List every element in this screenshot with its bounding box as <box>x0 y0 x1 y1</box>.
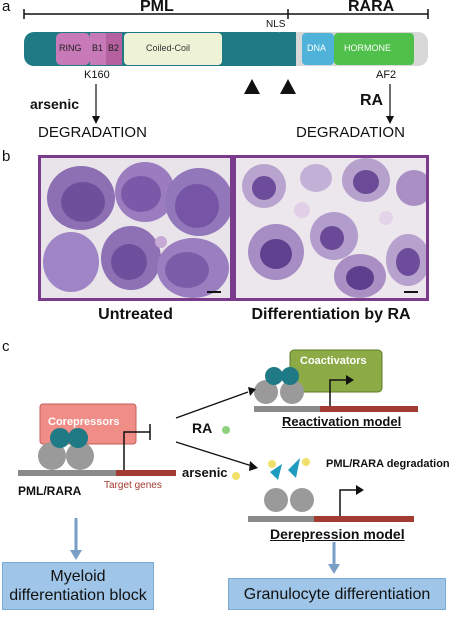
dna-label: DNA <box>307 43 327 53</box>
reactivation-model-label: Reactivation model <box>282 414 402 429</box>
repressed-complex <box>18 403 176 476</box>
right-down-arrow <box>328 542 340 574</box>
b2-label: B2 <box>108 43 120 53</box>
derepression-model-label: Derepression model <box>270 526 405 542</box>
breakpoint-triangle-2 <box>280 79 296 94</box>
k160-label: K160 <box>84 69 110 81</box>
breakpoint-triangle-1 <box>244 79 260 94</box>
untreated-cells <box>43 162 230 298</box>
ra-micrograph <box>233 155 429 301</box>
coiled-coil-domain <box>124 33 222 65</box>
ra-label: RA <box>360 92 384 109</box>
myeloid-block-box: Myeloid differentiation block <box>2 562 154 610</box>
reactivation-complex <box>254 349 418 412</box>
af2-label: AF2 <box>376 69 397 81</box>
panel-a-diagram <box>23 9 429 124</box>
pml-label: PML <box>140 0 174 15</box>
b1-label: B1 <box>92 43 104 53</box>
panel-b-letter: b <box>2 148 11 165</box>
arsenic-arrow <box>92 84 100 124</box>
ra-caption: Differentiation by RA <box>251 306 411 323</box>
differentiated-cells <box>242 158 426 298</box>
degradation-left: DEGRADATION <box>38 124 147 141</box>
hormone-domain <box>334 33 414 65</box>
arsenic-label: arsenic <box>30 96 80 112</box>
ra-pathway-arrow <box>175 387 256 434</box>
ring-label: RING <box>59 43 82 53</box>
panel-c-diagram <box>18 349 418 574</box>
ra-arrow <box>386 84 394 124</box>
untreated-caption: Untreated <box>98 306 173 323</box>
ring-domain <box>56 33 90 65</box>
corepressors-label: Corepressors <box>48 416 120 428</box>
granulocyte-box: Granulocyte differentiation <box>228 578 446 610</box>
pmlrara-degradation-label: PML/RARA degradation <box>326 458 450 470</box>
target-genes-label: Target genes <box>104 480 162 491</box>
panel-a-letter: a <box>2 0 11 15</box>
left-down-arrow <box>70 518 82 560</box>
coactivators-label: Coactivators <box>300 355 367 367</box>
panel-c-letter: c <box>2 338 10 355</box>
arsenic-c-label: arsenic <box>182 465 228 480</box>
pml-rara-label: PML/RARA <box>18 484 82 498</box>
nls-label: NLS <box>266 19 286 30</box>
b2-domain <box>106 33 122 65</box>
rara-bracket <box>288 9 429 19</box>
coiled-coil-label: Coiled-Coil <box>146 43 191 53</box>
degradation-right: DEGRADATION <box>296 124 405 141</box>
ra-c-label: RA <box>192 420 213 436</box>
derepression-complex <box>248 458 414 522</box>
b1-domain <box>90 33 106 65</box>
dna-domain <box>302 33 334 65</box>
hormone-label: HORMONE <box>344 43 391 53</box>
untreated-micrograph <box>38 155 233 301</box>
arsenic-pathway-arrow <box>175 441 258 480</box>
rara-label: RARA <box>348 0 395 15</box>
